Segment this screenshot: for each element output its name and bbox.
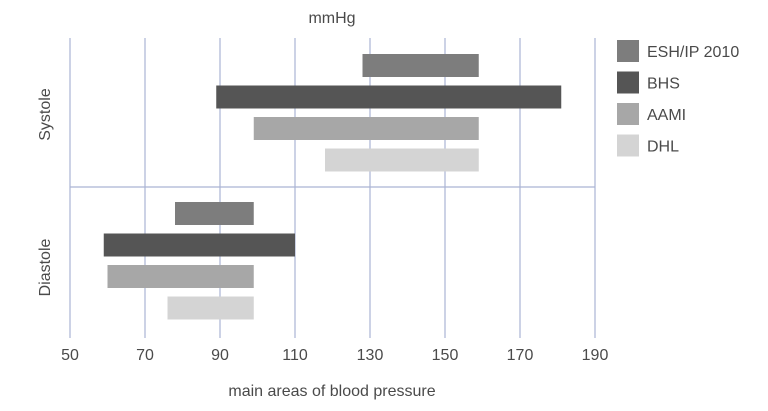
bar-diastole-aami <box>107 265 254 288</box>
legend-label-bhs: BHS <box>647 76 680 93</box>
legend-label-dhl: DHL <box>647 139 679 156</box>
bar-systole-esh-ip-2010 <box>362 54 479 77</box>
group-label-diastole: Diastole <box>37 239 54 297</box>
legend-swatch-bhs <box>617 71 639 94</box>
x-tick-label-50: 50 <box>61 347 79 364</box>
range-bars <box>103 54 562 320</box>
x-tick-label-150: 150 <box>432 347 459 364</box>
legend-swatch-dhl <box>617 134 639 157</box>
bar-systole-aami <box>253 117 479 140</box>
legend-label-aami: AAMI <box>647 107 686 124</box>
bar-diastole-esh-ip-2010 <box>175 202 254 225</box>
chart-title: mmHg <box>308 10 355 27</box>
x-axis-label: main areas of blood pressure <box>228 383 435 400</box>
bar-systole-dhl <box>325 148 479 172</box>
x-tick-label-130: 130 <box>357 347 384 364</box>
x-tick-labels: 50 70 90 110 130 150 170 190 <box>61 347 608 364</box>
x-tick-label-110: 110 <box>282 347 308 364</box>
x-tick-label-170: 170 <box>507 347 534 364</box>
x-tick-label-70: 70 <box>136 347 154 364</box>
legend-label-esh-ip-2010: ESH/IP 2010 <box>647 44 739 61</box>
group-label-systole: Systole <box>37 88 54 141</box>
x-tick-label-90: 90 <box>211 347 229 364</box>
legend-swatch-aami <box>617 103 639 125</box>
bar-systole-bhs <box>216 85 562 109</box>
x-tick-label-190: 190 <box>582 347 609 364</box>
grid-lines <box>69 38 596 338</box>
bar-diastole-bhs <box>103 233 295 257</box>
bar-diastole-dhl <box>167 296 254 320</box>
legend-swatch-esh-ip-2010 <box>617 40 639 62</box>
